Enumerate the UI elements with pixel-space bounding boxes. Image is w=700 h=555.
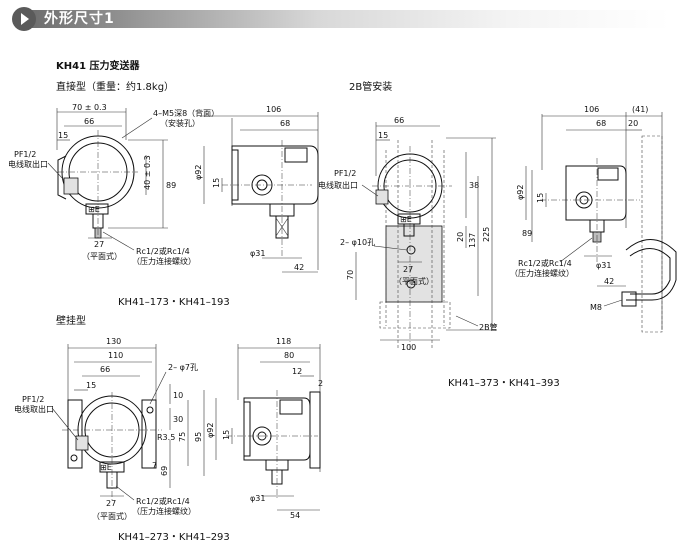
pipe-pf-note: 电线取出口 bbox=[318, 180, 358, 190]
wall-dim-110: 110 bbox=[108, 351, 123, 360]
side2-phi31: φ31 bbox=[596, 261, 611, 270]
wall-dim-30: 30 bbox=[173, 415, 183, 424]
wall-title: 壁挂型 bbox=[56, 314, 86, 327]
direct-title: 直接型（重量：约1.8kg） bbox=[56, 80, 174, 93]
pipe-title: 2B管安装 bbox=[349, 80, 392, 93]
wall-dim-75: 75 bbox=[178, 432, 187, 442]
wall-dim-27: 27 bbox=[106, 499, 116, 508]
wall-dim-15: 15 bbox=[86, 381, 96, 390]
pipe-caption: KH41–373・KH41–393 bbox=[448, 378, 560, 389]
wall-dim-7: 7 bbox=[152, 461, 157, 470]
pipe-mount-view: 2B管安装 66 15 ⊞E PF1/2 电线取出口 2– φ10孔 27 （平… bbox=[318, 80, 560, 389]
pipe-dim-27: 27 bbox=[403, 265, 413, 274]
side2-dim-68: 68 bbox=[596, 119, 606, 128]
direct-flat: （平面式） bbox=[82, 251, 122, 261]
side3-dim-2: 2 bbox=[318, 379, 323, 388]
side3-dim-15: 15 bbox=[222, 430, 231, 440]
ground-mark: ⊞E bbox=[88, 205, 100, 214]
side3-dim-54: 54 bbox=[290, 511, 300, 520]
pipe-ground-mark: ⊞E bbox=[400, 215, 412, 224]
side3-phi92: φ92 bbox=[206, 423, 215, 438]
direct-dim-89: 89 bbox=[166, 181, 176, 190]
side2-dim-89: 89 bbox=[522, 229, 532, 238]
side2-dim-15: 15 bbox=[536, 193, 545, 203]
wall-dim-10: 10 bbox=[173, 391, 183, 400]
pipe-dim-15: 15 bbox=[378, 131, 388, 140]
direct-side-view: 106 68 φ92 15 φ31 42 bbox=[194, 105, 319, 273]
header-arrow-badge-icon bbox=[12, 7, 36, 31]
pipe-dim-70: 70 bbox=[346, 270, 355, 280]
side2-dim-42: 42 bbox=[604, 277, 614, 286]
wall-dim-95: 95 bbox=[194, 432, 203, 442]
pipe-dim-20: 20 bbox=[456, 232, 465, 242]
direct-dim-15: 15 bbox=[58, 131, 68, 140]
side1-dim-68: 68 bbox=[280, 119, 290, 128]
direct-dim-27: 27 bbox=[94, 240, 104, 249]
wall-pf-note: 电线取出口 bbox=[14, 404, 54, 414]
pipe-side-view: 106 (41) 68 20 φ92 15 89 Rc1/2或Rc1/4 （压力… bbox=[510, 105, 677, 333]
wall-ground-mark: ⊞E bbox=[100, 463, 112, 472]
pipe-dim-225: 225 bbox=[482, 227, 491, 242]
direct-holes-note: （安装孔） bbox=[160, 118, 200, 128]
wall-pf-label: PF1/2 bbox=[22, 395, 44, 404]
wall-side-view: 118 80 12 2 φ92 15 φ31 54 bbox=[206, 337, 323, 520]
direct-rc-label: Rc1/2或Rc1/4 bbox=[136, 246, 190, 256]
side2-phi92: φ92 bbox=[516, 185, 525, 200]
pipe-dim-38: 38 bbox=[469, 181, 479, 190]
wall-hole: 2– φ7孔 bbox=[168, 363, 198, 372]
side2-rc-label: Rc1/2或Rc1/4 bbox=[518, 258, 572, 268]
side2-dim-20: 20 bbox=[628, 119, 638, 128]
side3-dim-12: 12 bbox=[292, 367, 302, 376]
wall-flat: （平面式） bbox=[92, 511, 132, 521]
wall-front-view: 壁挂型 130 110 66 15 2– φ7孔 ⊞E PF1/2 电线取出口 … bbox=[14, 314, 230, 543]
pipe-pf-label: PF1/2 bbox=[334, 169, 356, 178]
section-header: 外形尺寸1 bbox=[0, 4, 700, 34]
direct-front-view: 直接型（重量：约1.8kg） 70 ± 0.3 66 15 4–M5深8（背面）… bbox=[8, 80, 230, 308]
side2-rc-note: （压力连接螺纹） bbox=[510, 268, 574, 278]
section-title: 外形尺寸1 bbox=[44, 11, 115, 27]
side2-dim-41: (41) bbox=[632, 105, 648, 114]
pipe-dim-100: 100 bbox=[401, 343, 416, 352]
direct-holes-label: 4–M5深8（背面） bbox=[153, 108, 219, 118]
wall-dim-69: 69 bbox=[160, 466, 169, 476]
wall-rc-label: Rc1/2或Rc1/4 bbox=[136, 496, 190, 506]
direct-dim-70: 70 ± 0.3 bbox=[72, 103, 107, 112]
header-gradient-bar bbox=[30, 10, 670, 28]
side1-dim-106: 106 bbox=[266, 105, 281, 114]
wall-dim-66: 66 bbox=[100, 365, 110, 374]
pipe-tube-label: 2B管 bbox=[479, 322, 498, 332]
direct-dim-66: 66 bbox=[84, 117, 94, 126]
side2-dim-106: 106 bbox=[584, 105, 599, 114]
pipe-dim-66: 66 bbox=[394, 116, 404, 125]
side1-dim-42: 42 bbox=[294, 263, 304, 272]
side1-phi31: φ31 bbox=[250, 249, 265, 258]
wall-rc-note: （压力连接螺纹） bbox=[132, 506, 196, 516]
wall-r35: R3.5 bbox=[157, 433, 175, 442]
model-title: KH41 压力变送器 bbox=[56, 61, 140, 72]
side1-phi92: φ92 bbox=[194, 165, 203, 180]
side2-m8: M8 bbox=[590, 303, 602, 312]
direct-rc-note: （压力连接螺纹） bbox=[132, 256, 196, 266]
side1-dim-15: 15 bbox=[212, 178, 221, 188]
direct-caption: KH41–173・KH41–193 bbox=[118, 297, 230, 308]
direct-pf-label: PF1/2 bbox=[14, 150, 36, 159]
pipe-dim-137: 137 bbox=[468, 233, 477, 248]
wall-caption: KH41–273・KH41–293 bbox=[118, 532, 230, 543]
direct-dim-40: 40 ± 0.3 bbox=[143, 155, 152, 190]
side3-dim-118: 118 bbox=[276, 337, 291, 346]
direct-pf-note: 电线取出口 bbox=[8, 159, 48, 169]
pipe-hole: 2– φ10孔 bbox=[340, 238, 375, 247]
side3-dim-80: 80 bbox=[284, 351, 294, 360]
wall-dim-130: 130 bbox=[106, 337, 121, 346]
pipe-flat: （平面式） bbox=[394, 276, 434, 286]
side3-phi31: φ31 bbox=[250, 494, 265, 503]
